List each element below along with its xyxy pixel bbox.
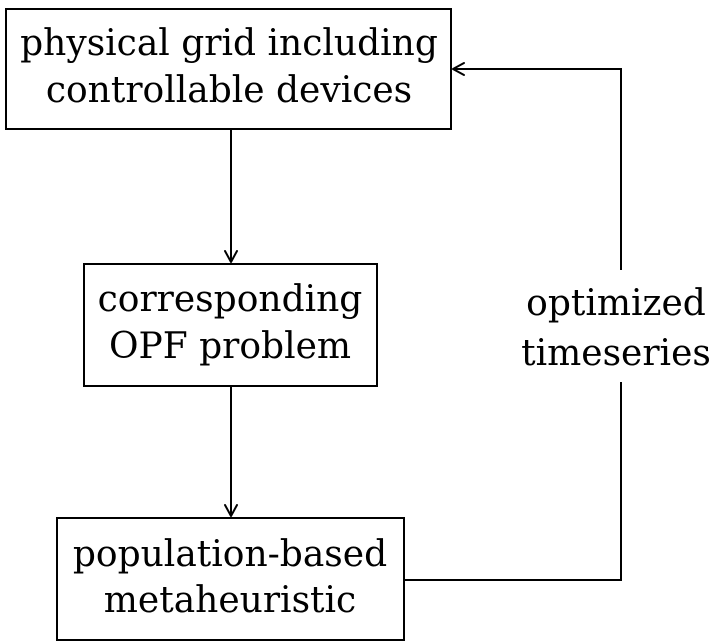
node-metaheuristic-line1: population-based (73, 534, 387, 575)
node-physical-grid-line2: controllable devices (46, 70, 412, 111)
edge-opf-to-metaheuristic (224, 386, 238, 517)
node-metaheuristic-line2: metaheuristic (104, 580, 356, 621)
node-opf-problem: corresponding OPF problem (83, 263, 378, 387)
arrow-down-icon (224, 250, 238, 263)
node-metaheuristic: population-based metaheuristic (56, 517, 405, 641)
edge-feedback-lower-line (404, 382, 622, 581)
edge-feedback: optimized timeseries (404, 62, 711, 581)
node-physical-grid: physical grid including controllable dev… (5, 8, 452, 130)
node-physical-grid-box (5, 8, 452, 130)
edge-grid-to-opf (224, 129, 238, 263)
edge-feedback-upper-line (453, 68, 622, 270)
arrow-down-icon (224, 504, 238, 517)
node-opf-problem-box (83, 263, 378, 387)
node-opf-problem-line2: OPF problem (109, 326, 351, 367)
node-opf-problem-line1: corresponding (98, 279, 363, 320)
edge-feedback-label-line1: optimized (526, 283, 706, 324)
arrow-left-icon (452, 62, 465, 76)
node-metaheuristic-box (56, 517, 405, 641)
node-physical-grid-line1: physical grid including (20, 23, 438, 64)
edge-feedback-label-line2: timeseries (521, 333, 711, 374)
